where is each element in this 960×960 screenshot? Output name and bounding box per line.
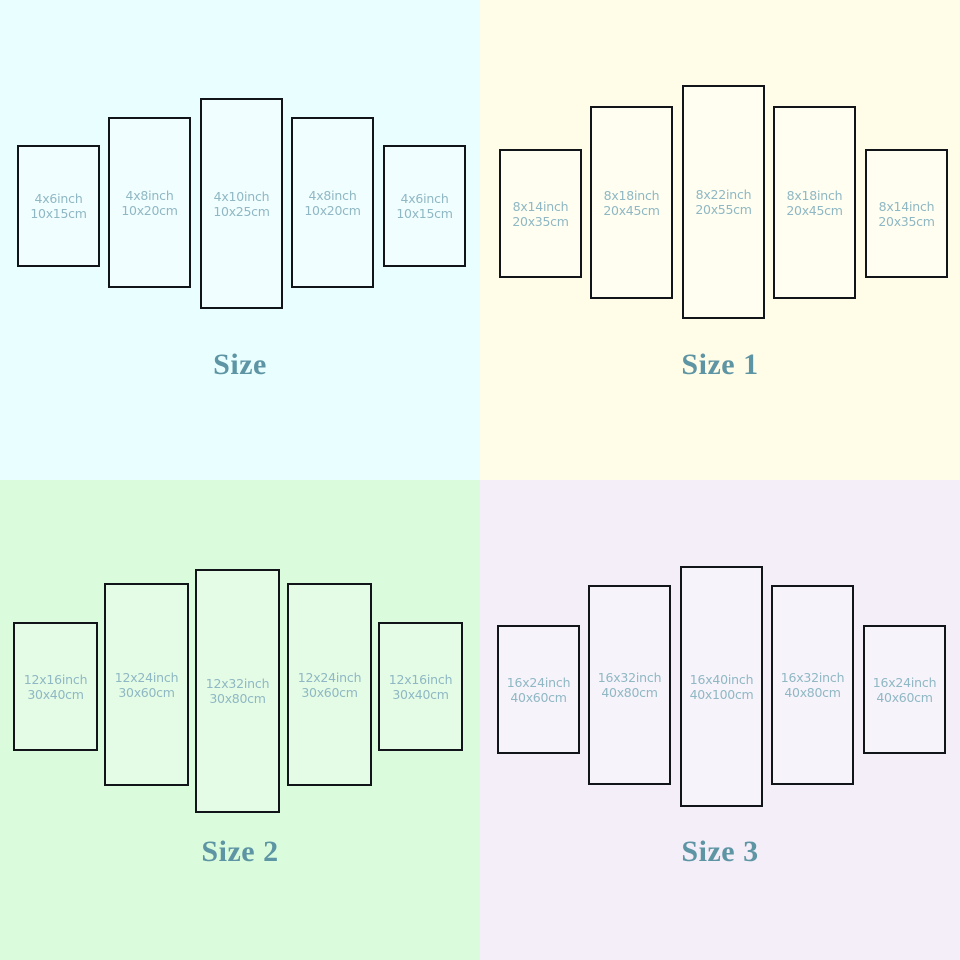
panel-size-cm: 20x45cm: [603, 202, 660, 218]
panel-size-inch: 12x16inch: [23, 671, 88, 687]
panel-size-cm: 20x35cm: [512, 213, 569, 229]
panel-size-inch: 4x6inch: [400, 191, 449, 206]
panel-size-inch: 4x8inch: [125, 187, 174, 203]
panel-size-cm: 30x80cm: [209, 691, 266, 706]
panel-size-cm: 30x40cm: [392, 686, 449, 702]
panel-size-inch: 8x14inch: [878, 198, 935, 214]
panel-size-cm: 40x100cm: [689, 686, 754, 702]
panel-size-inch: 16x32inch: [597, 670, 662, 685]
panel-size-inch: 4x6inch: [34, 191, 83, 206]
panel-size-cm: 10x25cm: [213, 203, 270, 219]
panel-size-inch: 12x24inch: [297, 669, 362, 685]
panel-size-cm: 20x35cm: [878, 213, 935, 229]
panel-size-inch: 4x8inch: [308, 187, 357, 203]
panel-size-inch: 12x16inch: [388, 671, 453, 687]
panel-size-cm: 40x60cm: [876, 689, 933, 705]
panel-size-cm: 40x80cm: [784, 685, 841, 700]
quadrant-title-top-left: Size: [213, 348, 267, 381]
panel-size-cm: 10x20cm: [304, 202, 361, 218]
quadrant-title-top-right: Size 1: [681, 348, 759, 381]
panel-size-inch: 8x14inch: [512, 198, 569, 214]
panel-size-cm: 40x60cm: [510, 689, 567, 705]
panel-size-cm: 40x80cm: [601, 685, 658, 700]
panel-size-inch: 8x22inch: [695, 187, 752, 202]
panel-size-inch: 12x24inch: [114, 669, 179, 685]
panel-size-inch: 12x32inch: [205, 676, 270, 691]
panel-size-cm: 30x60cm: [301, 684, 358, 700]
panel-size-inch: 8x18inch: [603, 187, 660, 203]
panel-size-cm: 20x45cm: [786, 202, 843, 218]
panel-size-inch: 16x40inch: [689, 671, 754, 687]
panel-size-cm: 10x15cm: [30, 206, 87, 221]
quadrant-title-bottom-left: Size 2: [201, 835, 279, 868]
panel-size-inch: 4x10inch: [213, 188, 270, 204]
panel-size-inch: 16x24inch: [872, 674, 937, 690]
panel-size-inch: 16x32inch: [780, 670, 845, 685]
panel-size-cm: 10x20cm: [121, 202, 178, 218]
quadrant-title-bottom-right: Size 3: [681, 835, 759, 868]
panel-size-cm: 30x40cm: [27, 686, 84, 702]
panel-size-cm: 10x15cm: [396, 206, 453, 221]
panel-size-inch: 16x24inch: [506, 674, 571, 690]
panel-size-cm: 30x60cm: [118, 684, 175, 700]
panel-size-cm: 20x55cm: [695, 202, 752, 217]
panel-size-inch: 8x18inch: [786, 187, 843, 203]
